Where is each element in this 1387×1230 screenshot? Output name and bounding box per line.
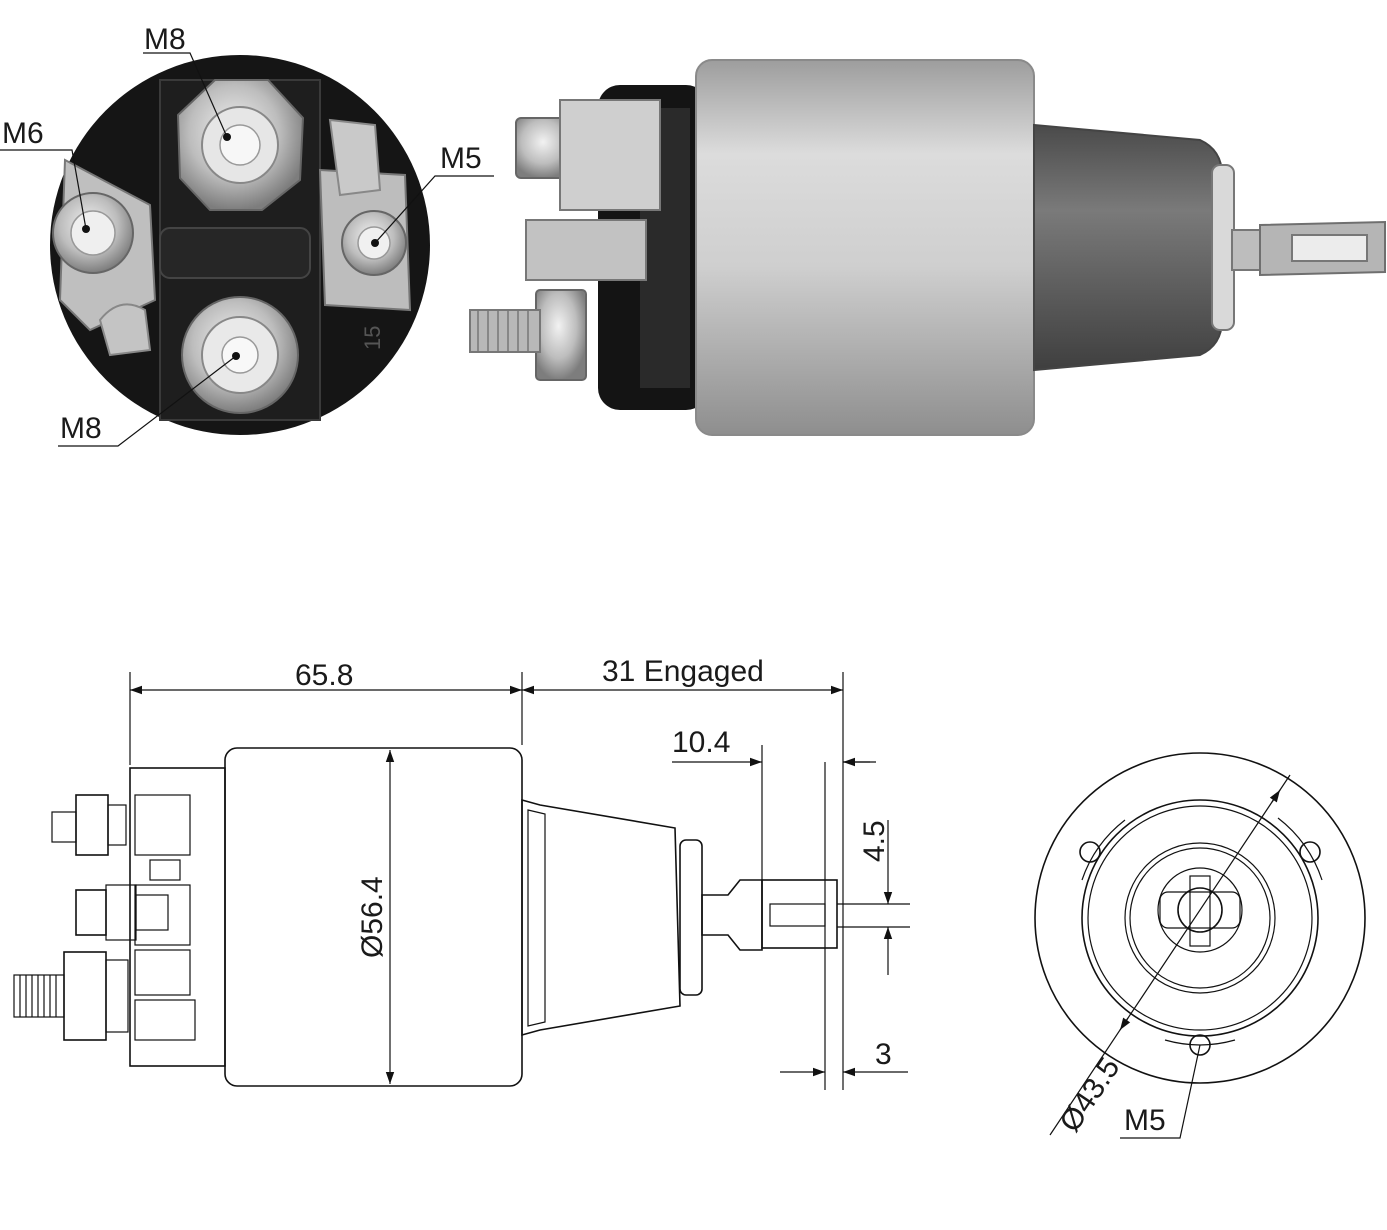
label-m8-bottom: M8 bbox=[60, 412, 102, 445]
dim-tab-length: 10.4 bbox=[672, 726, 730, 759]
flange-outer bbox=[1034, 752, 1366, 1084]
label-m6: M6 bbox=[2, 117, 44, 150]
label-m8-top: M8 bbox=[144, 23, 186, 56]
dim-tab-width: 4.5 bbox=[858, 820, 891, 862]
dim-tab-thickness: 3 bbox=[875, 1038, 892, 1071]
middle-bolt-icon bbox=[75, 889, 107, 936]
lower-bolt-icon bbox=[63, 951, 107, 1041]
flange-hole-bottom bbox=[1189, 1034, 1211, 1056]
silver-housing bbox=[695, 59, 1035, 436]
dim-bolt-circle: Ø43.5 bbox=[1053, 1052, 1126, 1138]
boot-outline bbox=[521, 798, 681, 1037]
label-m5: M5 bbox=[440, 142, 482, 175]
rubber-boot bbox=[1033, 123, 1223, 372]
side-view-drawing: 65.8 31 Engaged 10.4 4.5 3 Ø56.4 bbox=[13, 655, 910, 1090]
plunger-tab-outline bbox=[761, 879, 838, 949]
lower-threaded-stud-icon bbox=[13, 974, 65, 1018]
solenoid-side-photo bbox=[469, 59, 1386, 436]
lower-terminal-nut-icon bbox=[535, 289, 587, 381]
flange-end-view: Ø43.5 M5 bbox=[1034, 752, 1366, 1139]
flange-hole-right bbox=[1299, 841, 1321, 863]
label-flange-m5: M5 bbox=[1124, 1104, 1166, 1137]
upper-bolt-icon bbox=[75, 794, 109, 856]
dim-body-length: 65.8 bbox=[295, 659, 353, 692]
dim-engaged: 31 Engaged bbox=[602, 655, 764, 688]
dim-body-diameter: Ø56.4 bbox=[356, 876, 389, 958]
terminal-end-view: M8 M6 M5 M8 15 bbox=[0, 23, 494, 447]
flange-hole-left bbox=[1079, 841, 1101, 863]
terminal-marking: 15 bbox=[360, 326, 385, 350]
middle-terminal-icon bbox=[525, 219, 647, 281]
threaded-stud-icon bbox=[469, 309, 541, 353]
